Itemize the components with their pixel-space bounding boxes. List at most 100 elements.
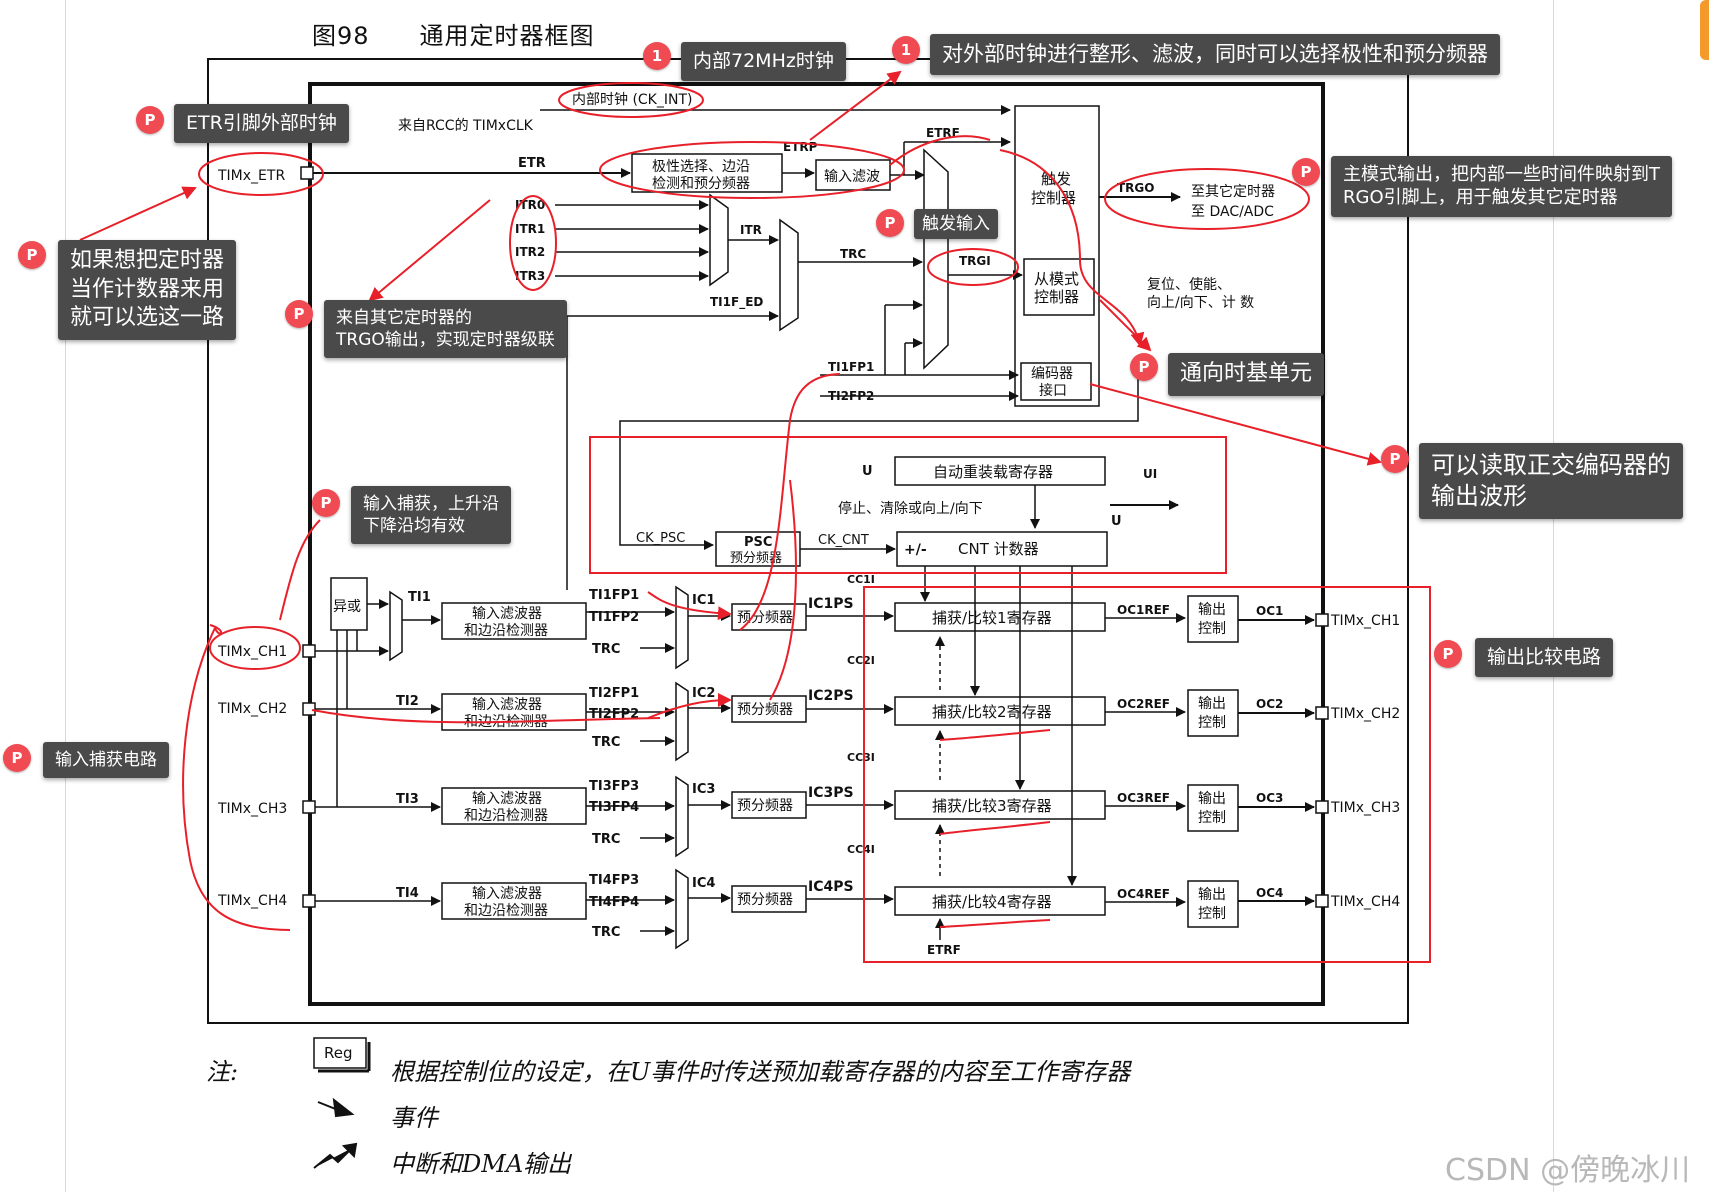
red-annotations bbox=[79, 70, 1431, 963]
pin-counter-use[interactable]: P bbox=[18, 241, 46, 269]
pin-output-compare[interactable]: P bbox=[1434, 640, 1462, 668]
ch1-circle bbox=[209, 626, 301, 670]
out-pin-1 bbox=[1315, 613, 1329, 627]
ch1-a-label: TI1FP1 bbox=[589, 588, 639, 603]
encoder-note-line-1: 可以读取正交编码器的 bbox=[1431, 451, 1671, 479]
out-pin-3 bbox=[1315, 800, 1329, 814]
pin-master-mode[interactable]: P bbox=[1292, 158, 1320, 186]
legend-event-description: 事件 bbox=[390, 1104, 438, 1132]
cmp-reg-1 bbox=[894, 602, 1106, 632]
left-page-margin bbox=[0, 0, 66, 1192]
ti4-label: TI4 bbox=[396, 886, 419, 901]
pin-72mhz[interactable]: 1 bbox=[643, 42, 671, 70]
cnt-block bbox=[896, 531, 1108, 567]
pin-input-capture[interactable]: P bbox=[3, 744, 31, 772]
pin-trigger-input[interactable]: P bbox=[876, 209, 904, 237]
etrf-feed-route bbox=[889, 135, 991, 166]
ic2-label: IC2 bbox=[692, 686, 715, 701]
edge-tab[interactable] bbox=[1700, 0, 1709, 60]
master-mode-line-2: RGO引脚上，用于触发其它定时器 bbox=[1343, 187, 1618, 209]
itr-circle bbox=[509, 195, 557, 291]
badge-encoder-note: 可以读取正交编码器的 输出波形 bbox=[1419, 443, 1683, 520]
ch3-pin-label: TIMx_CH3 bbox=[217, 801, 287, 817]
to-other-timer-1: 至其它定时器 bbox=[1191, 183, 1275, 200]
ic1-mux bbox=[675, 585, 689, 670]
arrow-timebase bbox=[1099, 299, 1152, 352]
trigger-feed-route bbox=[999, 149, 1145, 347]
arrow-encoder bbox=[1089, 383, 1382, 466]
out-ch1-label: TIMx_CH1 bbox=[1330, 613, 1400, 629]
oc1ref-label: OC1REF bbox=[1117, 603, 1170, 617]
filter-block-1 bbox=[441, 602, 587, 640]
cc3i-label: CC3I bbox=[847, 751, 875, 764]
ck-int-label: 内部时钟 (CK_INT) bbox=[572, 91, 692, 108]
trigger-label-2: 控制器 bbox=[1031, 189, 1076, 207]
timebase-box bbox=[589, 436, 1227, 574]
figure-title: 图98 通用定时器框图 bbox=[312, 22, 595, 50]
oc3ref-label: OC3REF bbox=[1117, 791, 1170, 805]
pin-timebase[interactable]: P bbox=[1130, 353, 1158, 381]
psc-label-1: PSC bbox=[744, 535, 772, 550]
badge-etr-pin: ETR引脚外部时钟 bbox=[174, 104, 349, 143]
badge-external-clock: 对外部时钟进行整形、滤波，同时可以选择极性和预分频器 bbox=[930, 34, 1500, 76]
itr3-label: ITR3 bbox=[515, 269, 545, 283]
ch3-b-label: TI3FP4 bbox=[589, 800, 639, 815]
badge-72mhz: 内部72MHz时钟 bbox=[681, 42, 846, 81]
pin-external-clock[interactable]: 1 bbox=[892, 36, 920, 64]
ti2fp2-label: TI2FP2 bbox=[828, 389, 874, 403]
trgo-label: TRGO bbox=[1117, 181, 1154, 195]
ck-int-circle bbox=[558, 82, 704, 118]
trgi-label: TRGI bbox=[959, 254, 991, 268]
ic4-mux bbox=[675, 868, 689, 950]
ic2ps-label: IC2PS bbox=[808, 688, 854, 704]
ic4-prescaler-label: 预分频器 bbox=[737, 892, 793, 908]
capture-edge-curve bbox=[279, 519, 321, 621]
filter-block-4 bbox=[441, 882, 587, 920]
ti1-label: TI1 bbox=[408, 590, 431, 605]
psc-label-2: 预分频器 bbox=[730, 551, 782, 566]
pin-encoder-note[interactable]: P bbox=[1381, 445, 1409, 473]
slave-out-1: 复位、使能、 bbox=[1147, 276, 1231, 293]
pin-cascade[interactable]: P bbox=[285, 300, 313, 328]
polarity-block bbox=[631, 153, 783, 193]
pin-capture-edge[interactable]: P bbox=[312, 489, 340, 517]
ch1-pin bbox=[302, 644, 316, 658]
itr-mux bbox=[709, 193, 729, 287]
ic4-label: IC4 bbox=[692, 876, 715, 891]
cascade-line-1: 来自其它定时器的 bbox=[336, 308, 472, 328]
cmp-reg-1-label: 捕获/比较1寄存器 bbox=[932, 609, 1052, 627]
out-ctrl-4-l1: 输出 bbox=[1198, 887, 1226, 903]
cc4i-label: CC4I bbox=[847, 843, 875, 856]
badge-capture-edge: 输入捕获，上升沿 下降沿均有效 bbox=[351, 486, 511, 545]
out-ch4-label: TIMx_CH4 bbox=[1330, 894, 1400, 910]
to-other-timer-2: 至 DAC/ADC bbox=[1191, 204, 1274, 220]
ic3-prescaler bbox=[731, 791, 807, 819]
trc-mux bbox=[779, 218, 799, 332]
cmp-reg-4-label: 捕获/比较4寄存器 bbox=[932, 893, 1052, 911]
rcc-clk-label: 来自RCC的 TIMxCLK bbox=[398, 118, 534, 134]
ti2-label: TI2 bbox=[396, 694, 419, 709]
counter-use-line-2: 当作计数器来用 bbox=[70, 276, 225, 302]
pin-etr[interactable]: P bbox=[136, 106, 164, 134]
etr-label: ETR bbox=[518, 156, 546, 171]
legend-reg-description: 根据控制位的设定，在U事件时传送预加载寄存器的内容至工作寄存器 bbox=[390, 1058, 1131, 1086]
ti1fp1-route bbox=[647, 591, 732, 621]
ch3-pin bbox=[302, 800, 316, 814]
badge-counter-use: 如果想把定时器 当作计数器来用 就可以选这一路 bbox=[58, 240, 237, 340]
ic3-label: IC3 bbox=[692, 782, 715, 797]
oc3-label: OC3 bbox=[1256, 791, 1283, 805]
ch2-trc-label: TRC bbox=[592, 735, 620, 750]
cascade-line-2: TRGO输出，实现定时器级联 bbox=[336, 330, 555, 351]
trgo-circle bbox=[1104, 168, 1310, 230]
out-ch2-label: TIMx_CH2 bbox=[1330, 706, 1400, 722]
stop-clear-label: 停止、清除或向上/向下 bbox=[838, 500, 983, 517]
polarity-circle bbox=[599, 141, 905, 199]
ic1-prescaler-label: 预分频器 bbox=[737, 610, 793, 626]
ck-cnt-label: CK_CNT bbox=[818, 533, 869, 548]
xor-label: 异或 bbox=[333, 599, 361, 615]
trc-top-label: TRC bbox=[840, 247, 866, 261]
ti1f-ed-label: TI1F_ED bbox=[710, 295, 763, 310]
out-ctrl-2-l1: 输出 bbox=[1198, 696, 1226, 712]
encoder-note-line-2: 输出波形 bbox=[1431, 482, 1527, 511]
